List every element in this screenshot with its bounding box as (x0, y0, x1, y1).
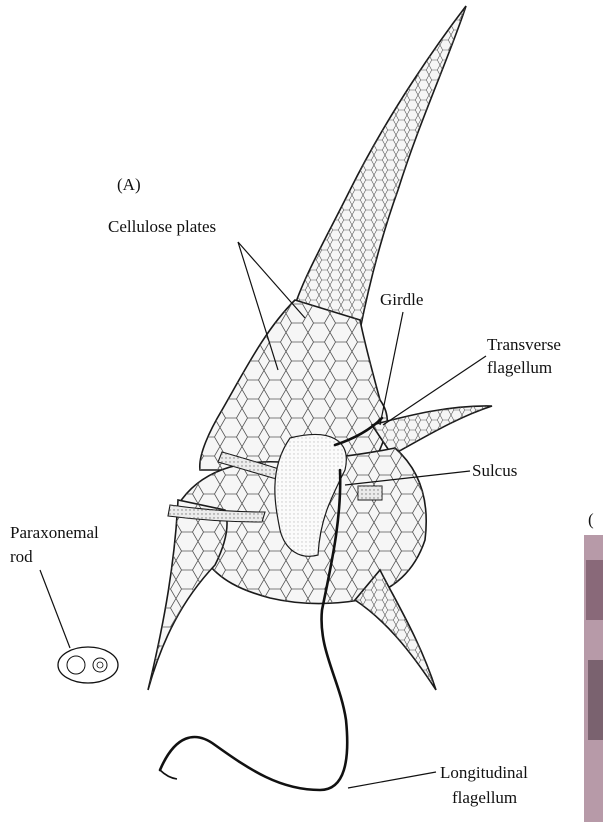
cell-body (148, 6, 492, 690)
panel-letter-partial: ( (588, 510, 594, 529)
label-paraxonemal-2: rod (10, 547, 33, 566)
label-sulcus: Sulcus (472, 461, 517, 480)
label-girdle: Girdle (380, 290, 423, 309)
label-longitudinal-2: flagellum (452, 788, 517, 807)
panel-letter: (A) (117, 175, 141, 194)
label-longitudinal-1: Longitudinal (440, 763, 528, 782)
label-transverse-1: Transverse (487, 335, 561, 354)
label-transverse-2: flagellum (487, 358, 552, 377)
paraxonemal-rod-section (58, 647, 118, 683)
label-paraxonemal-1: Paraxonemal (10, 523, 99, 542)
label-cellulose-plates: Cellulose plates (108, 217, 216, 236)
